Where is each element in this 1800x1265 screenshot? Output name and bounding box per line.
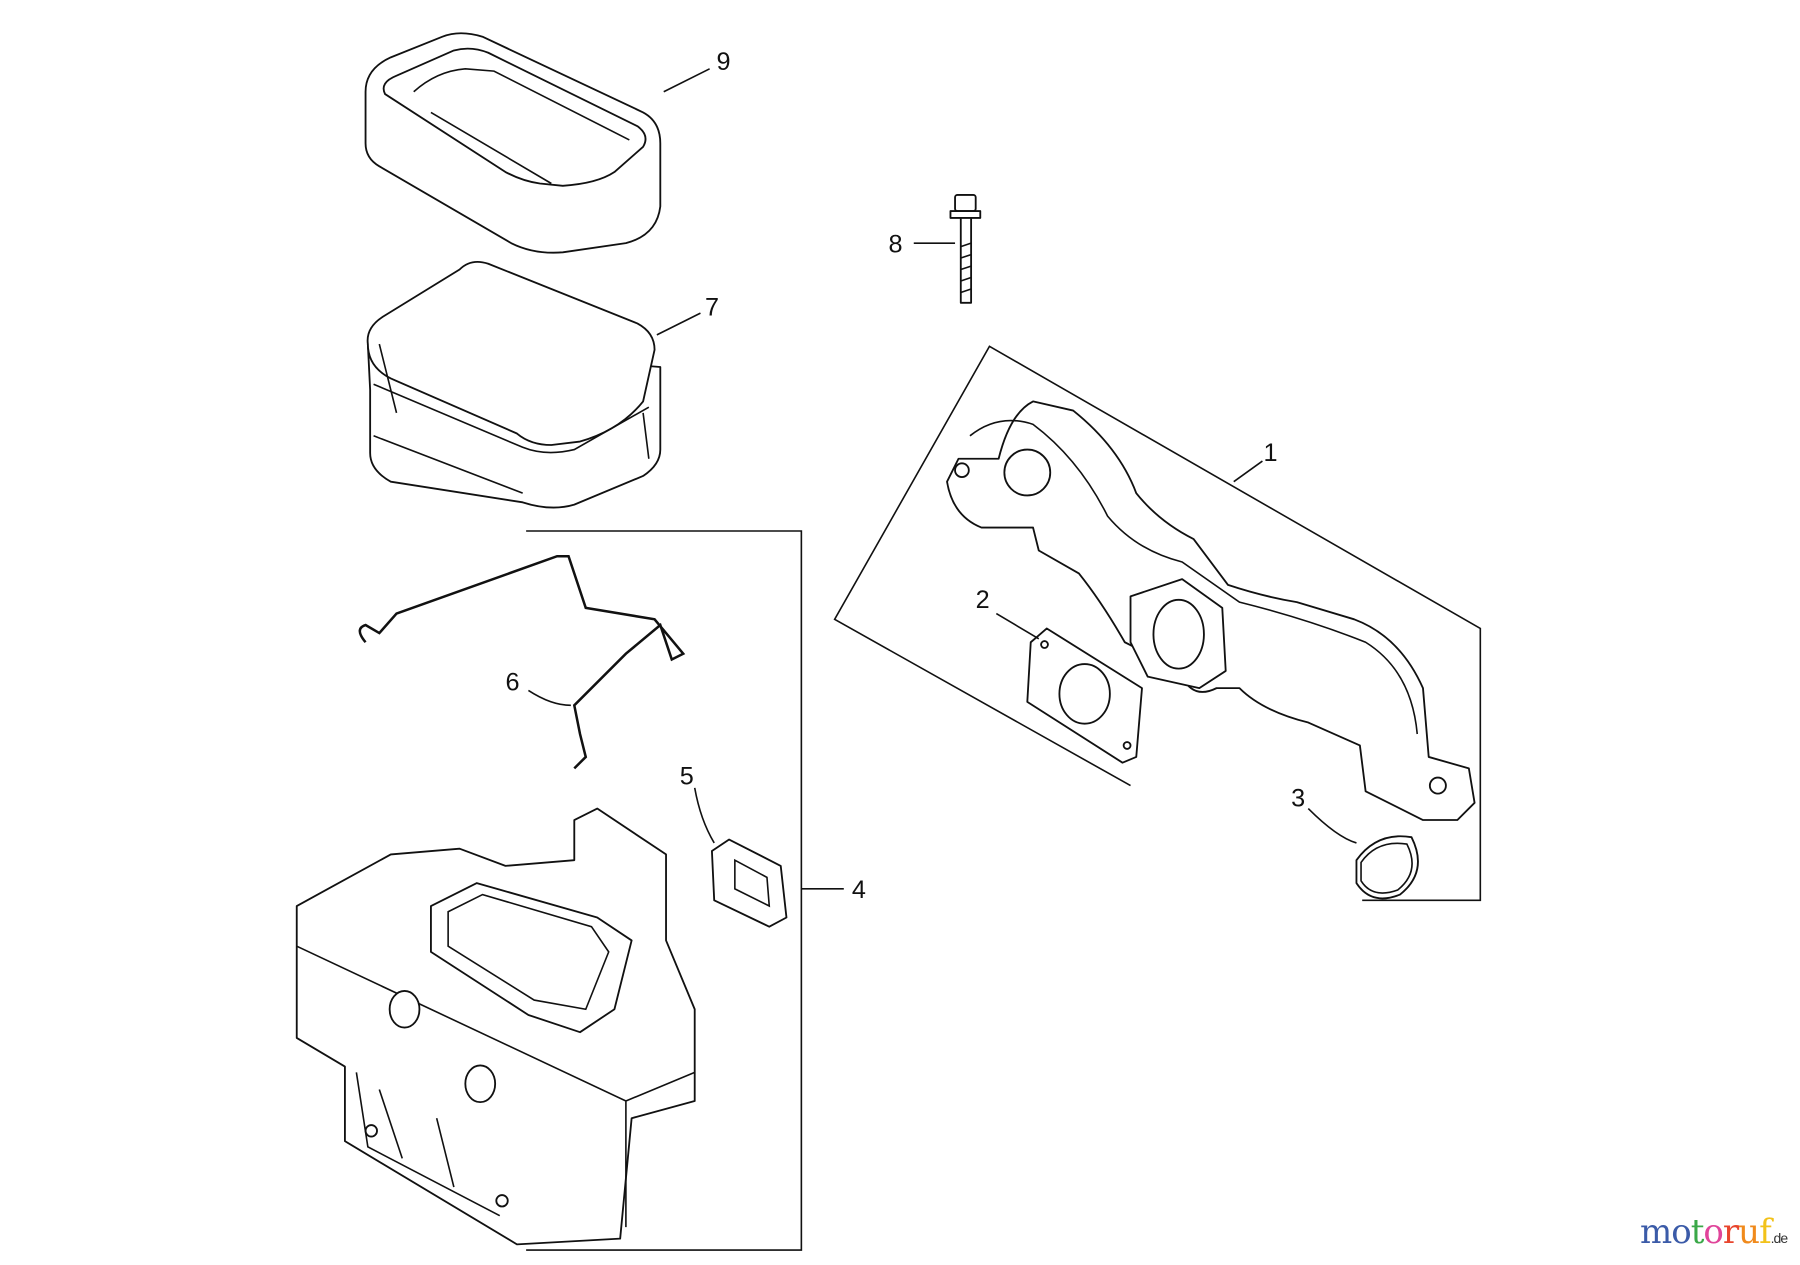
callout-4: 4 xyxy=(852,876,866,904)
callout-8: 8 xyxy=(889,230,903,258)
leader-1 xyxy=(1233,460,1263,483)
callout-6: 6 xyxy=(505,668,519,696)
gasket-5-part xyxy=(710,838,788,928)
bolt-part xyxy=(949,194,982,304)
air-filter-part xyxy=(366,260,662,509)
leader-2 xyxy=(995,612,1040,640)
callout-2: 2 xyxy=(976,586,990,614)
callout-9: 9 xyxy=(717,48,731,76)
intake-manifold-part xyxy=(946,400,1476,821)
callout-7: 7 xyxy=(705,293,719,321)
retaining-wire-part xyxy=(358,554,686,770)
pre-cleaner-part xyxy=(364,32,662,254)
motoruf-watermark-logo: motoruf.de xyxy=(1640,1212,1788,1252)
air-cleaner-base-part xyxy=(295,807,696,1246)
callout-1: 1 xyxy=(1264,439,1278,467)
o-ring-part xyxy=(1355,835,1419,900)
leader-9 xyxy=(663,68,710,93)
leader-6 xyxy=(527,689,571,707)
leader-5 xyxy=(693,787,715,844)
callout-3: 3 xyxy=(1291,784,1305,812)
leader-7 xyxy=(656,312,701,336)
assembly-4-bracket xyxy=(526,530,803,1251)
leader-3 xyxy=(1307,807,1357,844)
assembly-1-bracket xyxy=(833,345,1482,902)
gasket-2-part xyxy=(1026,627,1143,764)
callout-5: 5 xyxy=(680,762,694,790)
